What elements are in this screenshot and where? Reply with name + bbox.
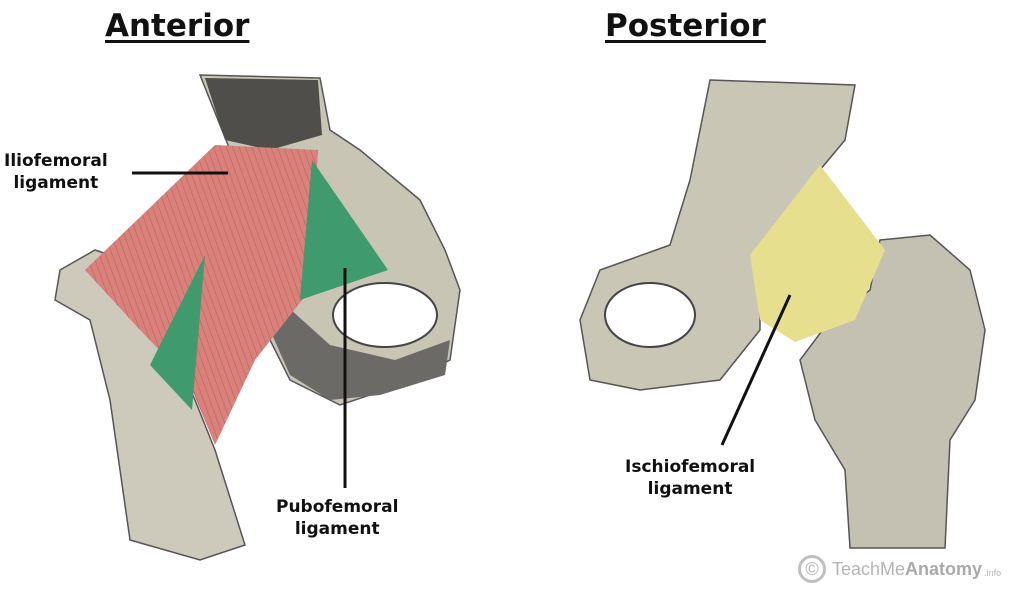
pubofemoral-ligament-lower bbox=[150, 255, 205, 410]
label-line: Ischiofemoral bbox=[625, 457, 756, 477]
brand-suffix: .info bbox=[984, 568, 1002, 578]
posterior-title: Posterior bbox=[605, 8, 766, 44]
label-line: Pubofemoral bbox=[276, 497, 399, 517]
anterior-ilium-dark bbox=[205, 78, 322, 150]
ischiofemoral-ligament bbox=[750, 165, 885, 342]
label-line: ligament bbox=[13, 173, 99, 193]
posterior-view bbox=[579, 79, 986, 549]
iliofemoral-label: Iliofemoral ligament bbox=[4, 150, 108, 194]
anterior-view bbox=[54, 74, 461, 561]
label-line: Iliofemoral bbox=[4, 151, 108, 171]
pubofemoral-label: Pubofemoral ligament bbox=[276, 496, 398, 540]
label-line: ligament bbox=[294, 519, 380, 539]
label-line: ligament bbox=[647, 479, 733, 499]
ischiofemoral-label: Ischiofemoral ligament bbox=[625, 456, 755, 500]
obturator-foramen bbox=[332, 282, 438, 348]
ischiofemoral-pointer bbox=[720, 294, 792, 446]
pubic-ramus-dark bbox=[270, 300, 450, 400]
brand-bold: Anatomy bbox=[905, 558, 983, 579]
brand-light: TeachMe bbox=[832, 558, 906, 579]
pubofemoral-ligament bbox=[300, 160, 388, 300]
copyright-icon: © bbox=[798, 555, 826, 583]
anterior-title: Anterior bbox=[105, 8, 250, 44]
posterior-foramen bbox=[604, 282, 696, 348]
